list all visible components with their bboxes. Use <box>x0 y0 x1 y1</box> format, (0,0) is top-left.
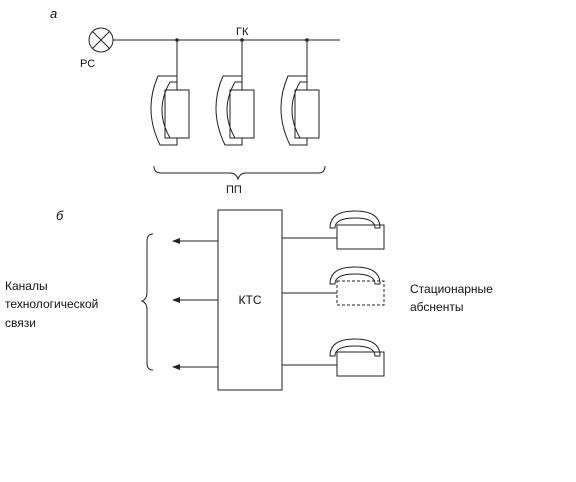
kts-label: КТС <box>239 293 262 307</box>
part-a: а РС ГК <box>50 6 340 196</box>
signal-lamp-icon <box>88 27 114 53</box>
phone-base-icon <box>164 89 190 139</box>
channels-brace <box>140 233 154 371</box>
part-b-label: б <box>56 208 64 223</box>
phone-base-icon <box>336 351 385 377</box>
subscriber-phone-1 <box>282 210 385 250</box>
phone-base-icon <box>294 89 320 139</box>
subscriber-phone-2 <box>282 266 385 306</box>
handset-icon <box>150 75 178 146</box>
handset-icon <box>329 338 381 357</box>
phone-base-icon <box>229 89 255 139</box>
handset-3 <box>280 38 320 146</box>
handset-2 <box>215 38 255 146</box>
part-a-label: а <box>50 6 57 21</box>
handset-icon <box>329 266 381 285</box>
group-label: ПП <box>226 184 242 196</box>
handset-icon <box>215 75 243 146</box>
group-brace <box>153 165 326 181</box>
subscriber-phone-3 <box>282 338 385 377</box>
handset-icon <box>280 75 308 146</box>
subscribers-group-label: Стационарные абсненты <box>410 282 496 314</box>
handset-1 <box>150 38 190 146</box>
channels-group-label: Каналы технологической связи <box>5 279 102 330</box>
part-b: б КТС Каналы технологической связи <box>5 208 496 391</box>
lamp-label: РС <box>80 58 95 70</box>
bus-label: ГК <box>236 26 249 38</box>
phone-base-icon <box>336 280 385 306</box>
handset-icon <box>329 210 381 229</box>
phone-base-icon <box>336 224 385 250</box>
